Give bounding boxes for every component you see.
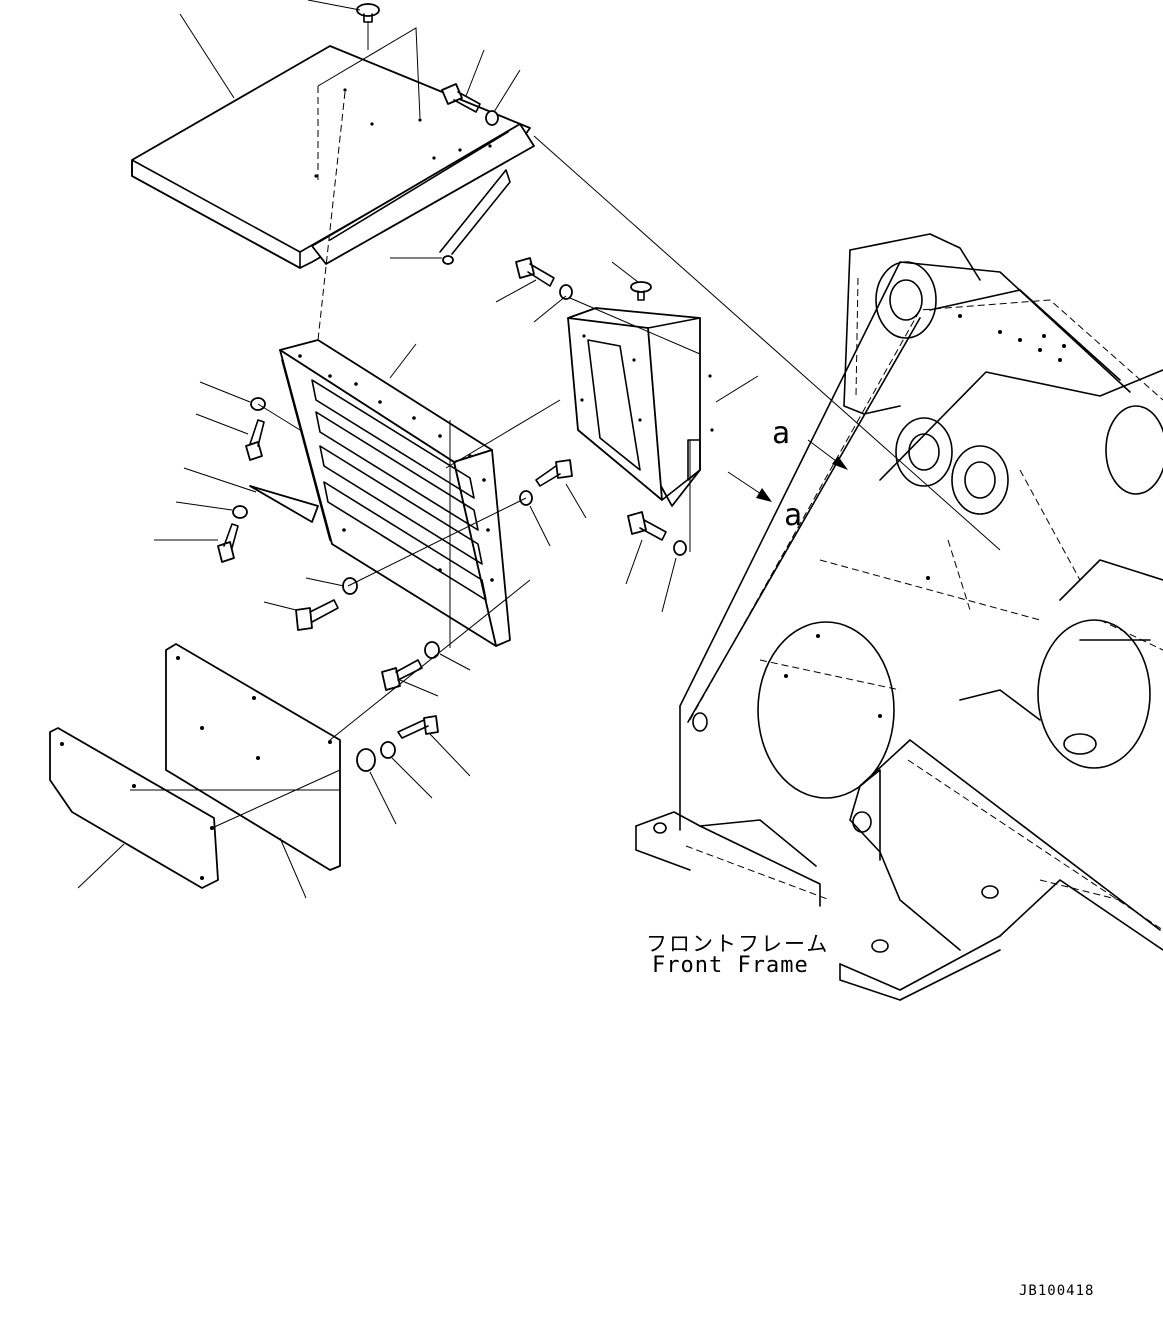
top-knob bbox=[356, 3, 380, 23]
bolt-upper-mid bbox=[515, 257, 555, 287]
side-bracket bbox=[567, 307, 714, 507]
bolt-mid-left bbox=[295, 599, 339, 631]
bolt-center-right bbox=[535, 459, 573, 487]
bolt-lower-2 bbox=[397, 715, 439, 739]
bracket-knob bbox=[630, 281, 652, 301]
bolt-left-2 bbox=[217, 523, 239, 563]
small-angle-bracket bbox=[249, 485, 319, 523]
front-frame-outline bbox=[635, 233, 1163, 1001]
view-arrows bbox=[727, 439, 848, 502]
bolt-lower-1 bbox=[381, 659, 423, 691]
bolt-top bbox=[441, 83, 481, 113]
top-cover-plate bbox=[131, 45, 535, 269]
drawing-number: JB100418 bbox=[1019, 1283, 1095, 1299]
view-ref-label-1: a bbox=[772, 416, 791, 451]
louver-grille bbox=[279, 339, 511, 647]
view-ref-label-2: a bbox=[784, 498, 803, 533]
frame-label-japanese: フロントフレーム bbox=[646, 932, 830, 956]
frame-label-english: Front Frame bbox=[652, 953, 809, 978]
leader-lines bbox=[77, 0, 759, 899]
lower-cover-large bbox=[165, 643, 341, 871]
bolt-right-lower bbox=[627, 511, 667, 541]
assembly-lines bbox=[130, 22, 1001, 829]
bolt-left-1 bbox=[245, 419, 265, 461]
